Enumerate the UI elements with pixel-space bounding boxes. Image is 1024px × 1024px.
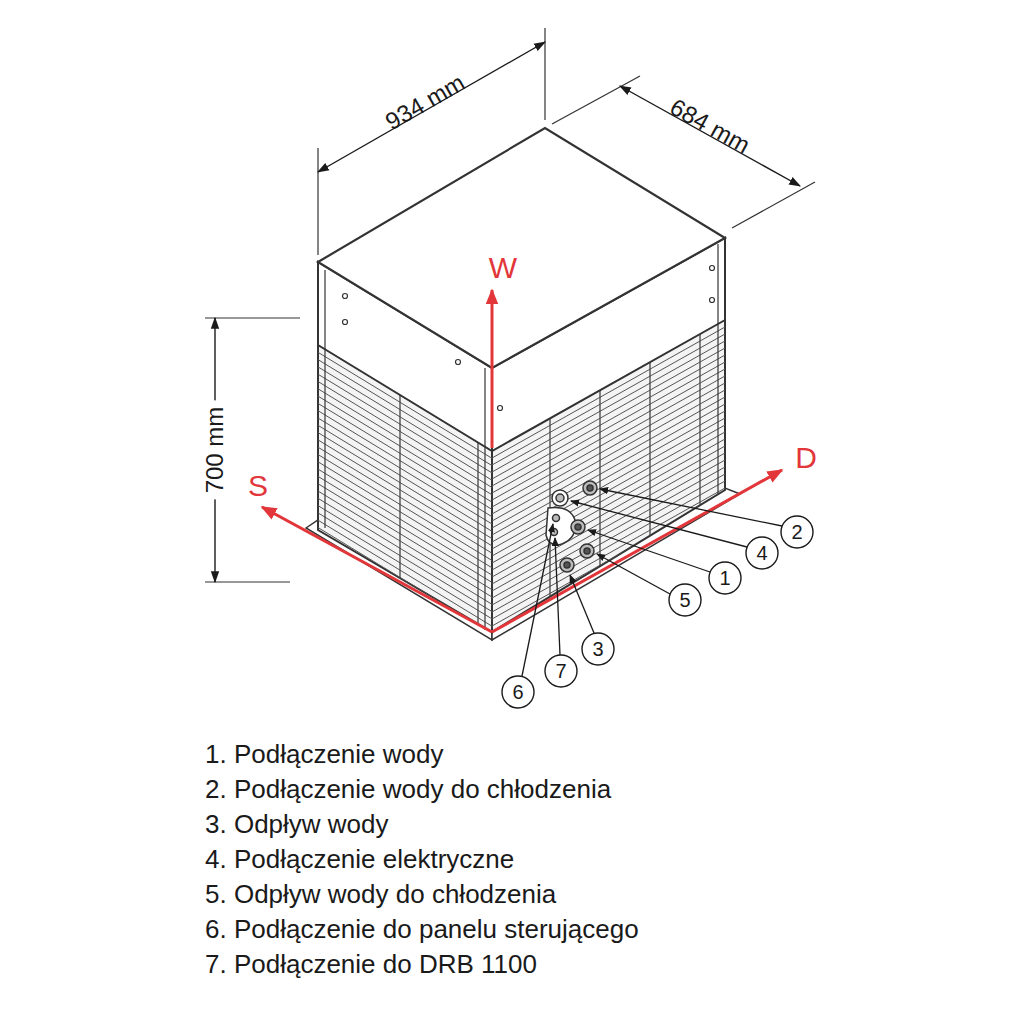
- extension-line: [317, 148, 318, 255]
- louver-line: [492, 446, 725, 577]
- edge: [717, 244, 718, 494]
- callout-number: 7: [555, 660, 566, 683]
- louver-line: [318, 469, 492, 575]
- extension-line: [552, 76, 640, 124]
- callout-circles: [502, 516, 813, 708]
- legend-item: 6. Podłączenie do panelu sterującego: [205, 915, 639, 945]
- dimension-label: 934 mm: [381, 68, 470, 135]
- axis-label: W: [489, 251, 517, 286]
- dimension-label: 700 mm: [199, 401, 231, 500]
- louver-line: [399, 395, 400, 580]
- louver-line: [318, 433, 492, 539]
- legend-item: 3. Odpływ wody: [205, 810, 389, 840]
- louver-line: [492, 481, 725, 612]
- louver-line: [318, 476, 492, 582]
- legend-item: 1. Podłączenie wody: [205, 740, 443, 770]
- louver-line: [318, 506, 492, 612]
- louver-line: [599, 390, 600, 566]
- louver-line: [318, 440, 492, 546]
- legend-item: 2. Podłączenie wody do chłodzenia: [205, 775, 611, 805]
- legend-item: 5. Odpływ wody do chłodzenia: [205, 880, 556, 910]
- callout-number: 2: [791, 521, 802, 544]
- extension-line: [205, 317, 300, 318]
- louver-line: [649, 362, 650, 536]
- louver-line: [318, 447, 492, 553]
- louver-line: [477, 442, 478, 627]
- louver-line: [492, 418, 725, 549]
- louver-line: [318, 425, 492, 531]
- callout-number: 4: [756, 542, 767, 565]
- edge: [324, 270, 325, 528]
- callout-number: 3: [592, 638, 603, 661]
- axis-line: [262, 507, 492, 632]
- louver-line: [318, 455, 492, 561]
- louver-line: [318, 520, 492, 626]
- edge: [484, 368, 485, 630]
- top-face: [318, 128, 725, 368]
- extension-line: [205, 581, 290, 582]
- dimension-line: [620, 86, 800, 186]
- louver-line: [699, 334, 700, 505]
- leader-lines: [522, 489, 782, 676]
- louver-line: [492, 453, 725, 584]
- axis-label: D: [795, 441, 817, 476]
- legend-item: 7. Podłączenie do DRB 1100: [205, 950, 537, 980]
- louver-line: [492, 460, 725, 591]
- dimension-label: 684 mm: [665, 93, 754, 159]
- callout-number: 1: [719, 567, 730, 590]
- louver-line: [318, 491, 492, 597]
- louver-line: [492, 432, 725, 563]
- extension-line: [732, 182, 815, 228]
- dimension-line: [318, 42, 545, 172]
- legend-item: 4. Podłączenie elektryczne: [205, 845, 514, 875]
- louver-line: [492, 495, 725, 626]
- louver-line: [318, 484, 492, 590]
- louver-line: [318, 513, 492, 619]
- axis-label: S: [248, 469, 268, 504]
- screws: [343, 266, 715, 411]
- callout-number: 6: [512, 681, 523, 704]
- callout-number: 5: [679, 589, 690, 612]
- louver-line: [492, 439, 725, 570]
- axis-line: [491, 290, 494, 448]
- connection-ports: [546, 481, 597, 572]
